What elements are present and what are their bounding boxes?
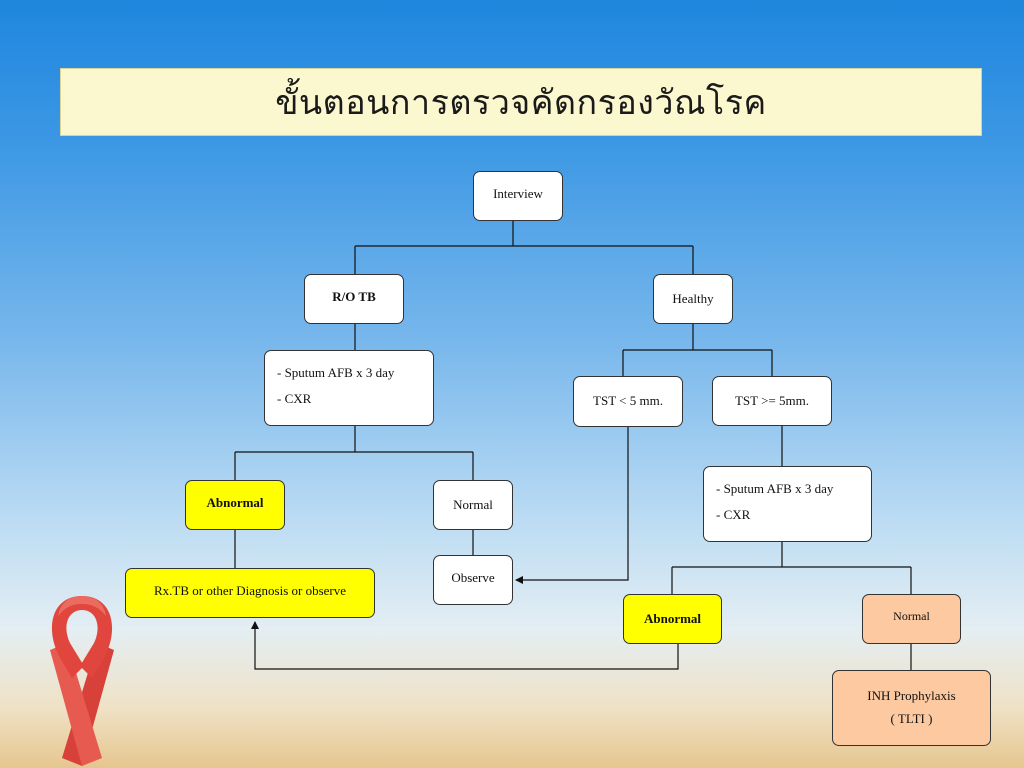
node-sputum-right: - Sputum AFB x 3 day - CXR [703, 466, 872, 542]
node-abnormal-right-label: Abnormal [643, 610, 702, 626]
node-rx-tb-label: Rx.TB or other Diagnosis or observe [153, 583, 347, 598]
node-tst-lt5: TST < 5 mm. [573, 376, 683, 427]
connector-sputum-left [234, 426, 474, 480]
node-abnormal-left-label: Abnormal [206, 495, 264, 510]
node-inh: INH Prophylaxis ( TLTI ) [832, 670, 991, 746]
node-inh-line-2: ( TLTI ) [890, 711, 933, 726]
arrow-abnormal-rx [251, 621, 679, 670]
node-normal-right-label: Normal [893, 609, 930, 623]
sputum-right-line-2: - CXR [716, 506, 751, 522]
node-sputum-left: - Sputum AFB x 3 day - CXR [264, 350, 434, 426]
page-title: ขั้นตอนการตรวจคัดกรองวัณโรค [275, 83, 767, 123]
node-interview-label: Interview [493, 186, 543, 201]
node-observe-label: Observe [451, 570, 495, 585]
node-normal-left-label: Normal [453, 496, 493, 512]
node-tst-lt5-label: TST < 5 mm. [593, 393, 663, 409]
node-ro-tb-label: R/O TB [332, 289, 376, 304]
node-inh-line-1: INH Prophylaxis [867, 688, 956, 704]
node-tst-ge5-label: TST >= 5mm. [734, 392, 809, 408]
node-interview: Interview [473, 171, 563, 221]
red-ribbon-icon [50, 596, 114, 766]
title-banner: ขั้นตอนการตรวจคัดกรองวัณโรค [60, 68, 982, 136]
node-tst-ge5: TST >= 5mm. [712, 376, 832, 426]
node-normal-left: Normal [433, 480, 513, 530]
node-rx-tb: Rx.TB or other Diagnosis or observe [125, 568, 375, 618]
connector-healthy-tst [622, 324, 773, 376]
arrow-tst-observe [515, 427, 629, 584]
connector-sputum-right [671, 542, 912, 594]
node-observe: Observe [433, 555, 513, 605]
connector-interview [354, 221, 694, 274]
sputum-right-line-1: - Sputum AFB x 3 day [716, 481, 834, 496]
node-normal-right: Normal [862, 594, 961, 644]
node-healthy: Healthy [653, 274, 733, 324]
node-abnormal-right: Abnormal [623, 594, 722, 644]
sputum-left-line-2: - CXR [277, 390, 312, 406]
node-ro-tb: R/O TB [304, 274, 404, 324]
sputum-left-line-1: - Sputum AFB x 3 day [277, 365, 395, 380]
node-healthy-label: Healthy [672, 290, 714, 306]
node-abnormal-left: Abnormal [185, 480, 285, 530]
